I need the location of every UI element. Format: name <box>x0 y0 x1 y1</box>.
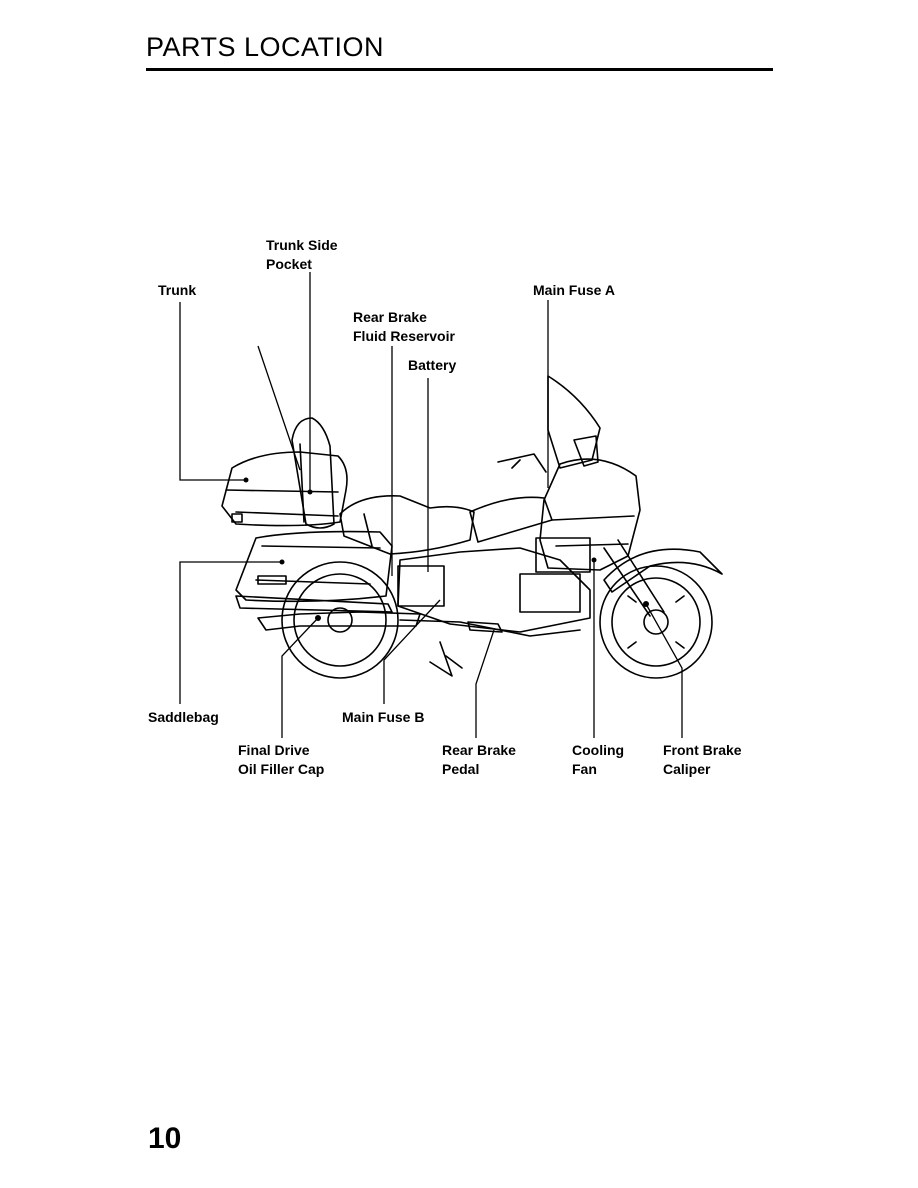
label-front-brake-caliper-line2: Caliper <box>663 761 711 777</box>
seat <box>339 495 475 555</box>
label-final-drive-oil-filler-cap: Final Drive Oil Filler Cap <box>238 741 324 779</box>
page-title: PARTS LOCATION <box>146 32 385 62</box>
label-trunk-side-pocket-line1: Trunk Side <box>266 237 338 253</box>
label-front-brake-caliper-line1: Front Brake <box>663 742 742 758</box>
leader-front-brake-caliper <box>645 603 683 738</box>
label-main-fuse-a: Main Fuse A <box>533 281 615 300</box>
label-trunk-side-pocket-line2: Pocket <box>266 256 312 272</box>
label-cooling-fan-line2: Fan <box>572 761 597 777</box>
trunk-shape <box>221 451 348 527</box>
fairing <box>539 458 641 571</box>
label-final-drive-line2: Oil Filler Cap <box>238 761 325 777</box>
label-rear-brake-fluid-reservoir: Rear Brake Fluid Reservoir <box>353 308 455 346</box>
label-rear-brake-pedal: Rear Brake Pedal <box>442 741 516 779</box>
label-rear-brake-fluid-reservoir-line2: Fluid Reservoir <box>353 328 455 344</box>
leader-rear-brake-pedal <box>475 629 495 738</box>
leader-final-drive <box>281 617 319 738</box>
center-stand <box>429 641 463 677</box>
label-final-drive-line1: Final Drive <box>238 742 310 758</box>
leader-saddlebag <box>179 561 282 704</box>
mirror <box>573 435 599 467</box>
label-main-fuse-b-line1: Main Fuse B <box>342 709 425 725</box>
leader-lines <box>179 272 683 738</box>
label-rear-brake-pedal-line2: Pedal <box>442 761 480 777</box>
label-trunk: Trunk <box>158 281 196 300</box>
callout-markers <box>243 477 649 621</box>
backrest <box>291 417 335 529</box>
front-fender <box>603 548 723 593</box>
brake-pedal-shape <box>467 621 503 633</box>
label-trunk-line1: Trunk <box>158 282 197 298</box>
handlebar <box>497 453 547 473</box>
label-rear-brake-fluid-reservoir-line1: Rear Brake <box>353 309 427 325</box>
leader-main-fuse-b <box>383 599 441 704</box>
label-trunk-side-pocket: Trunk Side Pocket <box>266 236 338 274</box>
label-cooling-fan-line1: Cooling <box>572 742 625 758</box>
page-number: 10 <box>148 1122 182 1155</box>
label-battery-line1: Battery <box>408 357 457 373</box>
front-wheel <box>599 565 713 679</box>
front-fork <box>603 539 665 617</box>
engine <box>397 547 591 633</box>
leader-trunk <box>179 302 246 481</box>
label-saddlebag-line1: Saddlebag <box>148 709 219 725</box>
label-saddlebag: Saddlebag <box>148 708 219 727</box>
label-cooling-fan: Cooling Fan <box>572 741 624 779</box>
rear-wheel <box>281 561 399 679</box>
tank <box>469 496 553 543</box>
label-main-fuse-b: Main Fuse B <box>342 708 424 727</box>
saddlebag-shape <box>235 530 393 603</box>
label-rear-brake-pedal-line1: Rear Brake <box>442 742 516 758</box>
label-battery: Battery <box>408 356 456 375</box>
label-main-fuse-a-line1: Main Fuse A <box>533 282 615 298</box>
label-front-brake-caliper: Front Brake Caliper <box>663 741 742 779</box>
windshield <box>547 375 601 469</box>
title-rule <box>146 68 773 71</box>
exhaust <box>257 611 421 631</box>
